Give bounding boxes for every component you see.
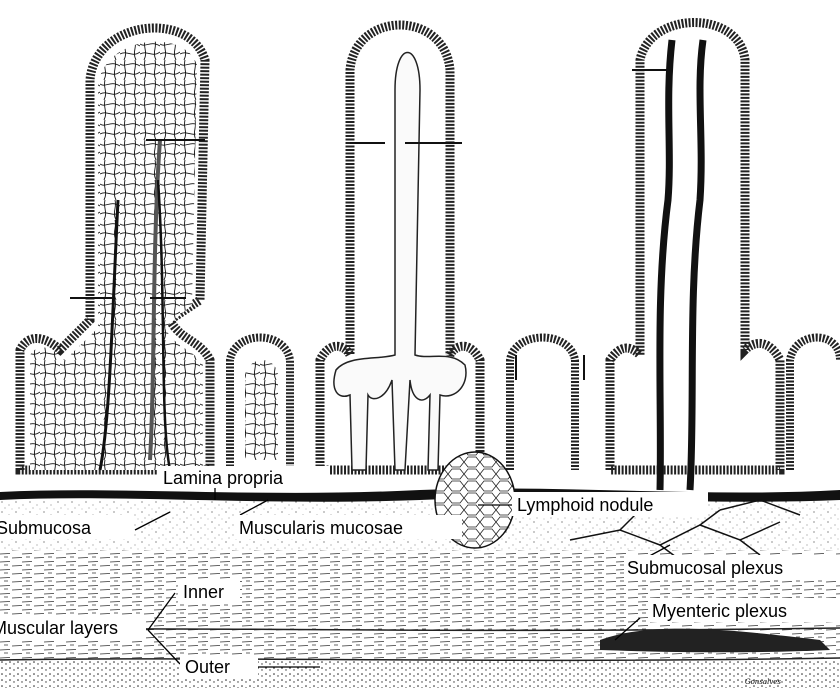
muscularis-mucosae-band bbox=[0, 488, 840, 502]
central-lacteal bbox=[333, 51, 467, 471]
serosa-boundary-line bbox=[0, 657, 840, 662]
villus-capillary bbox=[15, 23, 215, 475]
label-inner: Inner bbox=[183, 582, 224, 602]
label-submucosa: Submucosa bbox=[0, 518, 92, 538]
serosa-layer bbox=[0, 660, 840, 688]
villus-lacteal bbox=[315, 20, 485, 475]
arteriole bbox=[656, 39, 676, 491]
labels: Lamina propria Submucosa Muscularis muco… bbox=[0, 466, 840, 686]
artist-signature: Gonsalves bbox=[745, 678, 781, 686]
label-lymphoid-nodule: Lymphoid nodule bbox=[517, 495, 653, 515]
small-villus-network bbox=[245, 360, 278, 460]
label-lamina-propria: Lamina propria bbox=[163, 468, 284, 488]
villus-vessels bbox=[605, 18, 785, 491]
label-myenteric-plexus: Myenteric plexus bbox=[652, 601, 787, 621]
submucosal-plexus-nerves bbox=[569, 499, 801, 561]
myenteric-plexus-patch bbox=[600, 628, 830, 653]
label-submucosal-plexus: Submucosal plexus bbox=[627, 558, 783, 578]
venule bbox=[686, 39, 707, 491]
label-muscularis-mucosae: Muscularis mucosae bbox=[239, 518, 403, 538]
marker-ticks bbox=[70, 69, 668, 380]
label-outer: Outer bbox=[185, 657, 230, 677]
label-muscular-layers: Muscular layers bbox=[0, 618, 118, 638]
